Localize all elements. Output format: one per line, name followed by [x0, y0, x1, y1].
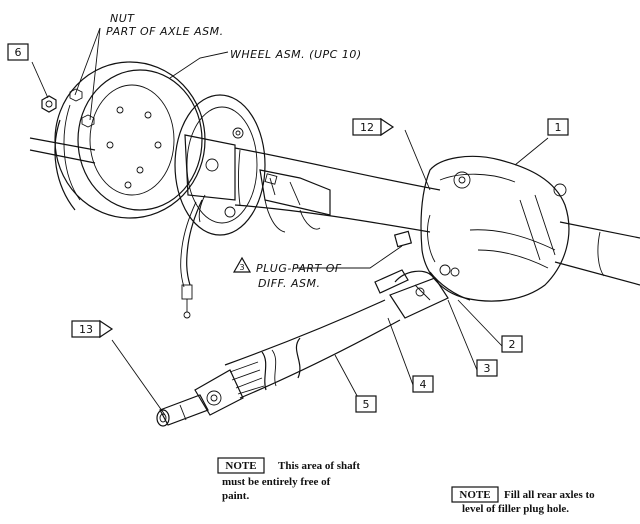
svg-text:5: 5	[363, 398, 370, 411]
axle-housing	[29, 137, 640, 286]
svg-text:NOTE: NOTE	[225, 460, 256, 472]
nut-label: NUT	[110, 12, 135, 25]
note-right: NOTE Fill all rear axles to level of fil…	[451, 486, 595, 515]
svg-text:level of filler plug hole.: level of filler plug hole.	[462, 503, 569, 515]
brake-line	[180, 199, 203, 319]
svg-text:6: 6	[15, 46, 22, 59]
nut-part-6	[41, 95, 57, 113]
svg-text:Fill all rear axles to: Fill all rear axles to	[504, 489, 595, 501]
callout-6: 6	[7, 43, 29, 61]
spring-bracket	[259, 169, 331, 233]
callout-2: 2	[501, 335, 523, 353]
callout-1: 1	[547, 118, 569, 136]
plug-label-line2: DIFF. ASM.	[258, 277, 320, 290]
svg-text:3: 3	[484, 362, 491, 375]
plug-ref-triangle: 3	[232, 256, 252, 273]
note-left: NOTE This area of shaft must be entirely…	[217, 457, 360, 502]
nut-sub-label: PART OF AXLE ASM.	[106, 25, 224, 38]
svg-text:13: 13	[79, 323, 93, 336]
callout-4: 4	[412, 375, 434, 393]
callout-12: 12	[352, 117, 395, 137]
differential-carrier	[420, 155, 570, 302]
svg-text:12: 12	[360, 121, 374, 134]
svg-text:This area of shaft: This area of shaft	[278, 460, 360, 472]
svg-text:4: 4	[420, 378, 427, 391]
svg-text:must be entirely free of: must be entirely free of	[222, 476, 331, 488]
plug-label-line1: PLUG-PART OF	[256, 262, 342, 275]
callout-3: 3	[476, 359, 498, 377]
svg-text:3: 3	[239, 263, 244, 272]
callout-13: 13	[71, 319, 114, 339]
callout-5: 5	[355, 395, 377, 413]
svg-text:NOTE: NOTE	[459, 489, 490, 501]
svg-text:2: 2	[509, 338, 516, 351]
wheel-assembly	[54, 61, 206, 219]
wheel-label: WHEEL ASM. (UPC 10)	[230, 48, 362, 61]
leader-lines	[31, 27, 549, 416]
svg-text:paint.: paint.	[222, 490, 249, 502]
filler-plug	[393, 230, 413, 248]
svg-text:1: 1	[555, 121, 562, 134]
brake-backing-plate	[174, 94, 266, 236]
propeller-shaft	[224, 299, 401, 399]
rear-u-joint	[374, 269, 449, 319]
front-u-joint	[156, 369, 244, 427]
